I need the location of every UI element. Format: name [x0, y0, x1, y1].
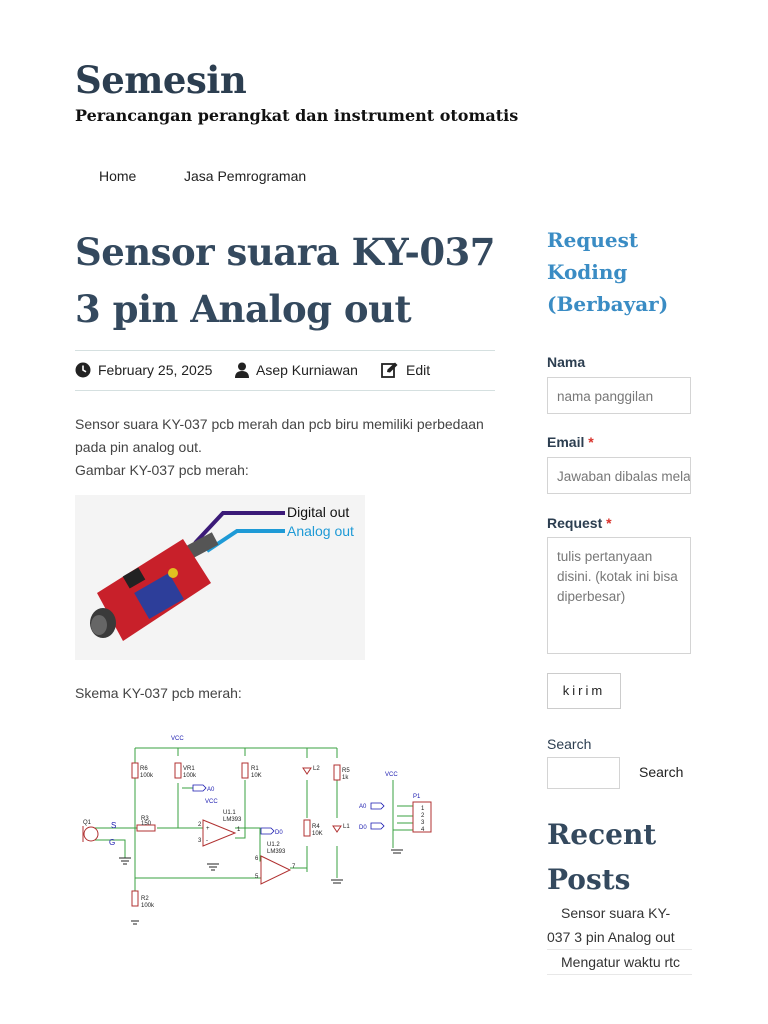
- schem-r2v: 100k: [141, 903, 155, 909]
- required-mark: *: [606, 515, 612, 531]
- recent-post-item[interactable]: Sensor suara KY-037 3 pin Analog out: [547, 901, 692, 950]
- schem-r5v: 1k: [342, 775, 349, 781]
- request-form-title: Request Koding (Berbayar): [547, 228, 669, 316]
- post-title: Sensor suara KY-037 3 pin Analog out: [75, 230, 496, 331]
- schem-d0-conn: D0: [359, 825, 367, 831]
- schem-r4v: 10K: [312, 831, 323, 837]
- schem-vcc-3: VCC: [385, 772, 398, 778]
- name-field[interactable]: nama panggilan: [547, 377, 691, 414]
- post-edit-link[interactable]: Edit: [381, 362, 430, 378]
- site-tagline: Perancangan perangkat dan instrument oto…: [75, 106, 519, 125]
- required-mark: *: [588, 434, 594, 450]
- email-label-text: Email: [547, 434, 585, 450]
- post-author[interactable]: Asep Kurniawan: [235, 362, 358, 378]
- search-input[interactable]: [547, 757, 620, 789]
- recent-posts-list: Sensor suara KY-037 3 pin Analog out Men…: [547, 901, 692, 975]
- schem-r6v: 100k: [140, 773, 154, 779]
- post-date-text: February 25, 2025: [98, 362, 213, 378]
- schem-g: G: [109, 838, 115, 847]
- search-button[interactable]: Search: [639, 764, 684, 780]
- post-meta: February 25, 2025 Asep Kurniawan Edit: [75, 350, 495, 391]
- schem-n5: 5: [255, 874, 259, 880]
- schem-plus: +: [206, 826, 210, 832]
- analog-out-label: Analog out: [287, 523, 354, 539]
- name-label: Nama: [547, 354, 586, 370]
- schem-l2: L2: [313, 766, 320, 772]
- schem-u11: U1.1: [223, 810, 236, 816]
- schem-vr1v: 100k: [183, 773, 197, 779]
- user-icon: [235, 362, 249, 378]
- schem-s: S: [111, 821, 116, 830]
- schem-n3: 3: [198, 838, 202, 844]
- submit-button[interactable]: kirim: [547, 673, 621, 709]
- schem-d0: D0: [275, 830, 283, 836]
- ky037-schematic-image[interactable]: VCC VCC VCC A0 D0 A0 D0 S G P1 R6 100k V…: [75, 728, 445, 928]
- image2-caption: Skema KY-037 pcb merah:: [75, 685, 242, 701]
- schem-n2: 2: [198, 822, 202, 828]
- schem-r1: R1: [251, 766, 259, 772]
- ky037-module-image[interactable]: Digital out Analog out: [75, 495, 365, 660]
- request-textarea[interactable]: tulis pertanyaan disini. (kotak ini bisa…: [547, 537, 691, 654]
- post-date[interactable]: February 25, 2025: [75, 362, 212, 378]
- schem-r3v: 150: [141, 821, 152, 827]
- schem-pin3: 3: [421, 820, 425, 826]
- schem-vcc-2: VCC: [205, 799, 218, 805]
- post-edit-text: Edit: [406, 362, 431, 378]
- request-label-text: Request: [547, 515, 603, 531]
- email-label: Email *: [547, 434, 594, 450]
- schem-pin1: 1: [421, 806, 425, 812]
- post-author-text: Asep Kurniawan: [256, 362, 358, 378]
- schem-a0: A0: [207, 787, 215, 793]
- search-label: Search: [547, 736, 592, 752]
- clock-icon: [75, 362, 91, 378]
- schem-lm2: LM393: [267, 849, 286, 855]
- schem-r5: R5: [342, 768, 350, 774]
- schem-r2: R2: [141, 896, 149, 902]
- schem-r3: R3: [141, 816, 149, 822]
- site-title[interactable]: Semesin: [75, 58, 247, 102]
- schem-lm1: LM393: [223, 817, 242, 823]
- schem-r1v: 10K: [251, 773, 262, 779]
- image1-caption: Gambar KY-037 pcb merah:: [75, 462, 249, 478]
- schem-minus: -: [206, 838, 208, 844]
- schem-u12: U1.2: [267, 842, 280, 848]
- schem-p1: P1: [413, 794, 421, 800]
- schem-vcc-1: VCC: [171, 736, 184, 742]
- schem-n7: 7: [292, 864, 296, 870]
- recent-posts-title: Recent Posts: [547, 818, 657, 896]
- post-intro: Sensor suara KY-037 pcb merah dan pcb bi…: [75, 416, 484, 455]
- nav-item-jasa-pemrograman[interactable]: Jasa Pemrograman: [184, 168, 307, 184]
- edit-icon: [381, 362, 398, 378]
- recent-post-item[interactable]: Mengatur waktu rtc: [547, 950, 692, 975]
- request-label: Request *: [547, 515, 612, 531]
- schem-r6: R6: [140, 766, 148, 772]
- schem-pin4: 4: [421, 827, 425, 833]
- schem-l1: L1: [343, 824, 350, 830]
- schem-n1: 1: [237, 827, 241, 833]
- schem-pin2: 2: [421, 813, 425, 819]
- schem-vr1: VR1: [183, 766, 195, 772]
- schem-a0-conn: A0: [359, 804, 367, 810]
- schem-n6: 6: [255, 856, 259, 862]
- digital-out-label: Digital out: [287, 504, 349, 520]
- schem-q1: Q1: [83, 820, 92, 826]
- email-field[interactable]: Jawaban dibalas melalui email: [547, 457, 691, 494]
- schem-r4: R4: [312, 824, 320, 830]
- nav-item-home[interactable]: Home: [99, 168, 137, 184]
